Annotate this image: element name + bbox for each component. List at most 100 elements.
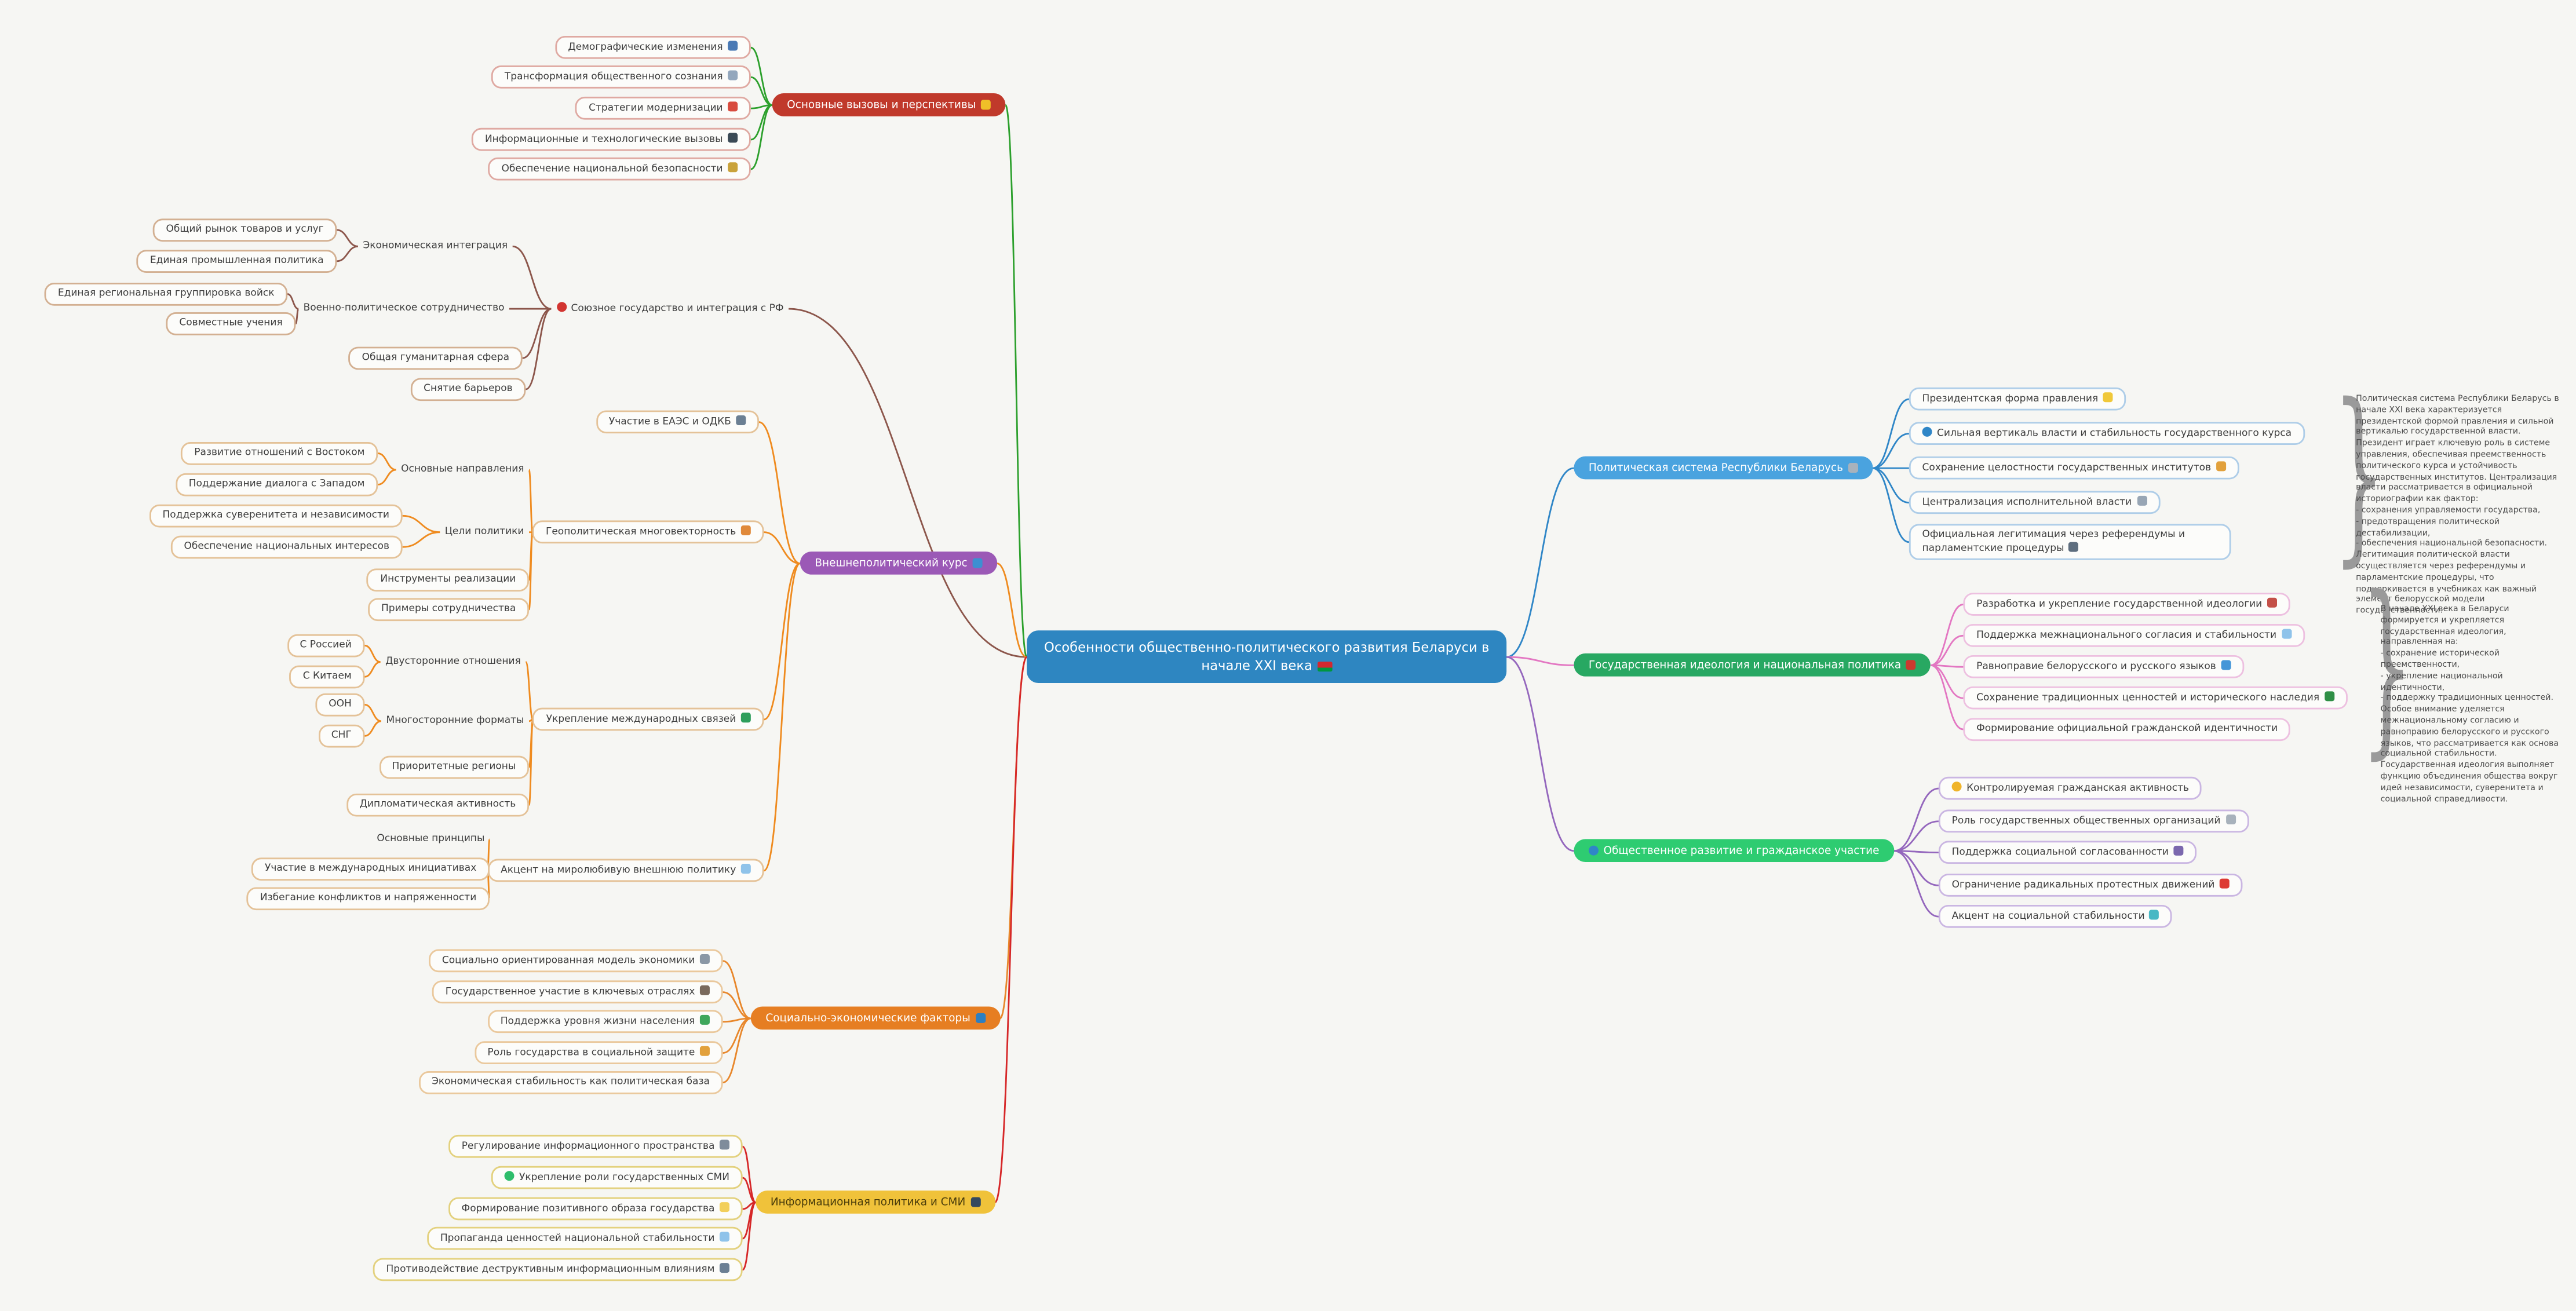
node-barrier-removal[interactable]: Снятие барьеров	[410, 378, 526, 401]
node-living-standards[interactable]: Поддержка уровня жизни населения	[487, 1010, 723, 1034]
node-international-initiatives[interactable]: Участие в международных инициативах	[251, 857, 490, 881]
node-humanitarian-sphere[interactable]: Общая гуманитарная сфера	[348, 346, 523, 370]
central-topic[interactable]: Особенности общественно-политического ра…	[1027, 630, 1507, 684]
node-label: Единая региональная группировка войск	[57, 287, 275, 300]
node-bilateral-relations[interactable]: Двусторонние отношения	[381, 652, 526, 671]
node-cooperation-examples[interactable]: Примеры сотрудничества	[368, 598, 530, 621]
node-executive-centralization[interactable]: Централизация исполнительной власти	[1909, 491, 2160, 514]
node-economic-stability[interactable]: Экономическая стабильность как политичес…	[418, 1071, 723, 1094]
node-label: Ограничение радикальных протестных движе…	[1951, 879, 2215, 891]
node-social-consciousness[interactable]: Трансформация общественного сознания	[491, 65, 751, 89]
branch-information-policy[interactable]: Информационная политика и СМИ	[756, 1191, 995, 1215]
node-east-relations[interactable]: Развитие отношений с Востоком	[181, 442, 378, 465]
note-state-ideology: В начале XXI века в Беларуси формируется…	[2380, 604, 2559, 805]
branch-challenges[interactable]: Основные вызовы и перспективы	[772, 93, 1006, 117]
node-policy-goals[interactable]: Цели политики	[440, 523, 529, 542]
node-eaeu-odkb[interactable]: Участие в ЕАЭС и ОДКБ	[596, 410, 760, 434]
dove-icon	[719, 1232, 729, 1242]
speech-icon	[2221, 660, 2231, 670]
branch-socioeconomic[interactable]: Социально-экономические факторы	[750, 1006, 1000, 1031]
node-social-protection[interactable]: Роль государства в социальной защите	[474, 1041, 723, 1065]
node-with-russia[interactable]: С Россией	[286, 634, 365, 657]
node-label: Поддержание диалога с Западом	[188, 478, 365, 490]
node-civic-identity[interactable]: Формирование официальной гражданской иде…	[1963, 718, 2291, 741]
node-counter-destructive-influence[interactable]: Противодействие деструктивным информацио…	[373, 1258, 743, 1282]
node-power-vertical[interactable]: Сильная вертикаль власти и стабильность …	[1909, 422, 2305, 445]
person-circle-icon	[1588, 845, 1599, 855]
branch-label: Союзное государство и интеграция с РФ	[571, 302, 784, 315]
node-ideology-development[interactable]: Разработка и укрепление государственной …	[1963, 593, 2290, 616]
node-state-media-role[interactable]: Укрепление роли государственных СМИ	[491, 1166, 743, 1190]
node-traditional-values[interactable]: Сохранение традиционных ценностей и исто…	[1963, 686, 2348, 710]
note-political-system: Политическая система Республики Беларусь…	[2356, 394, 2559, 616]
node-label: Централизация исполнительной власти	[1922, 496, 2132, 509]
branch-label: Внешнеполитический курс	[815, 556, 968, 570]
node-interethnic-accord[interactable]: Поддержка межнационального согласия и ст…	[1963, 624, 2305, 648]
node-label: Сохранение целостности государственных и…	[1922, 462, 2212, 474]
node-label: Укрепление международных связей	[546, 713, 736, 725]
node-label: Примеры сотрудничества	[381, 602, 516, 615]
node-national-security[interactable]: Обеспечение национальной безопасности	[488, 157, 751, 181]
node-priority-regions[interactable]: Приоритетные регионы	[378, 755, 530, 779]
branch-state-ideology[interactable]: Государственная идеология и национальная…	[1574, 653, 1931, 677]
node-institution-integrity[interactable]: Сохранение целостности государственных и…	[1909, 456, 2239, 480]
node-regional-troops[interactable]: Единая региональная группировка войск	[45, 282, 288, 306]
node-west-dialogue[interactable]: Поддержание диалога с Западом	[176, 473, 378, 496]
node-industrial-policy[interactable]: Единая промышленная политика	[137, 250, 337, 273]
node-public-organizations[interactable]: Роль государственных общественных органи…	[1938, 809, 2249, 834]
node-controlled-activity[interactable]: Контролируемая гражданская активность	[1938, 776, 2202, 801]
node-positive-state-image[interactable]: Формирование позитивного образа государс…	[448, 1197, 743, 1221]
node-multilateral-formats[interactable]: Многосторонние форматы	[381, 711, 529, 731]
globe-icon	[972, 557, 983, 568]
node-main-principles[interactable]: Основные принципы	[372, 830, 490, 849]
node-official-legitimation[interactable]: Официальная легитимация через референдум…	[1909, 524, 2231, 561]
node-economic-integration[interactable]: Экономическая интеграция	[358, 237, 513, 256]
node-un[interactable]: ООН	[315, 693, 365, 716]
node-military-cooperation[interactable]: Военно-политическое сотрудничество	[298, 299, 509, 318]
node-common-market[interactable]: Общий рынок товаров и услуг	[152, 218, 337, 242]
node-label: Поддержка межнационального согласия и ст…	[1976, 629, 2277, 641]
node-joint-exercises[interactable]: Совместные учения	[166, 312, 296, 335]
node-international-ties[interactable]: Укрепление международных связей	[532, 707, 764, 732]
node-information-space-regulation[interactable]: Регулирование информационного пространст…	[448, 1134, 743, 1159]
node-national-interests[interactable]: Обеспечение национальных интересов	[170, 535, 403, 558]
node-implementation-tools[interactable]: Инструменты реализации	[367, 568, 530, 591]
branch-label: Политическая система Республики Беларусь	[1588, 461, 1843, 474]
node-social-cohesion[interactable]: Поддержка социальной согласованности	[1938, 841, 2197, 864]
node-modernization-strategies[interactable]: Стратегии модернизации	[575, 96, 751, 120]
node-main-directions[interactable]: Основные направления	[396, 460, 529, 479]
node-peaceful-policy[interactable]: Акцент на миролюбивую внешнюю политику	[487, 859, 764, 883]
node-demographic-changes[interactable]: Демографические изменения	[554, 35, 751, 60]
node-conflict-avoidance[interactable]: Избегание конфликтов и напряженности	[247, 887, 490, 910]
node-presidential-government[interactable]: Президентская форма правления	[1909, 387, 2126, 411]
node-language-equality[interactable]: Равноправие белорусского и русского язык…	[1963, 655, 2245, 679]
branch-label: Общественное развитие и гражданское учас…	[1603, 843, 1880, 857]
node-cis[interactable]: СНГ	[318, 724, 365, 747]
branch-political-system[interactable]: Политическая система Республики Беларусь	[1574, 456, 1873, 480]
node-label: Трансформация общественного сознания	[504, 71, 723, 83]
node-multivector-policy[interactable]: Геополитическая многовекторность	[532, 520, 764, 544]
crown-icon	[2103, 392, 2113, 403]
node-social-stability-focus[interactable]: Акцент на социальной стабильности	[1938, 904, 2173, 929]
node-label: Президентская форма правления	[1922, 393, 2099, 405]
node-label: Приоритетные регионы	[392, 761, 516, 772]
branch-union-state[interactable]: Союзное государство и интеграция с РФ	[551, 299, 789, 319]
node-label: Развитие отношений с Востоком	[194, 447, 365, 459]
belarus-flag-icon	[1317, 661, 1332, 671]
node-stability-values[interactable]: Пропаганда ценностей национальной стабил…	[427, 1226, 743, 1251]
node-label: СНГ	[331, 729, 352, 742]
node-with-china[interactable]: С Китаем	[290, 665, 365, 688]
node-protest-restrictions[interactable]: Ограничение радикальных протестных движе…	[1938, 874, 2243, 897]
node-sovereignty-support[interactable]: Поддержка суверенитета и независимости	[149, 504, 403, 527]
node-diplomatic-activity[interactable]: Дипломатическая активность	[346, 793, 530, 816]
red-book-icon	[1906, 659, 1916, 669]
node-label: Информационные и технологические вызовы	[484, 133, 723, 145]
node-label: Равноправие белорусского и русского язык…	[1976, 660, 2216, 673]
branch-civic-participation[interactable]: Общественное развитие и гражданское учас…	[1574, 839, 1894, 863]
node-state-participation[interactable]: Государственное участие в ключевых отрас…	[432, 980, 723, 1004]
node-tech-challenges[interactable]: Информационные и технологические вызовы	[472, 127, 751, 152]
node-label: Инструменты реализации	[380, 573, 516, 585]
node-social-economy-model[interactable]: Социально ориентированная модель экономи…	[429, 949, 723, 973]
branch-foreign-policy[interactable]: Внешнеполитический курс	[800, 552, 997, 576]
